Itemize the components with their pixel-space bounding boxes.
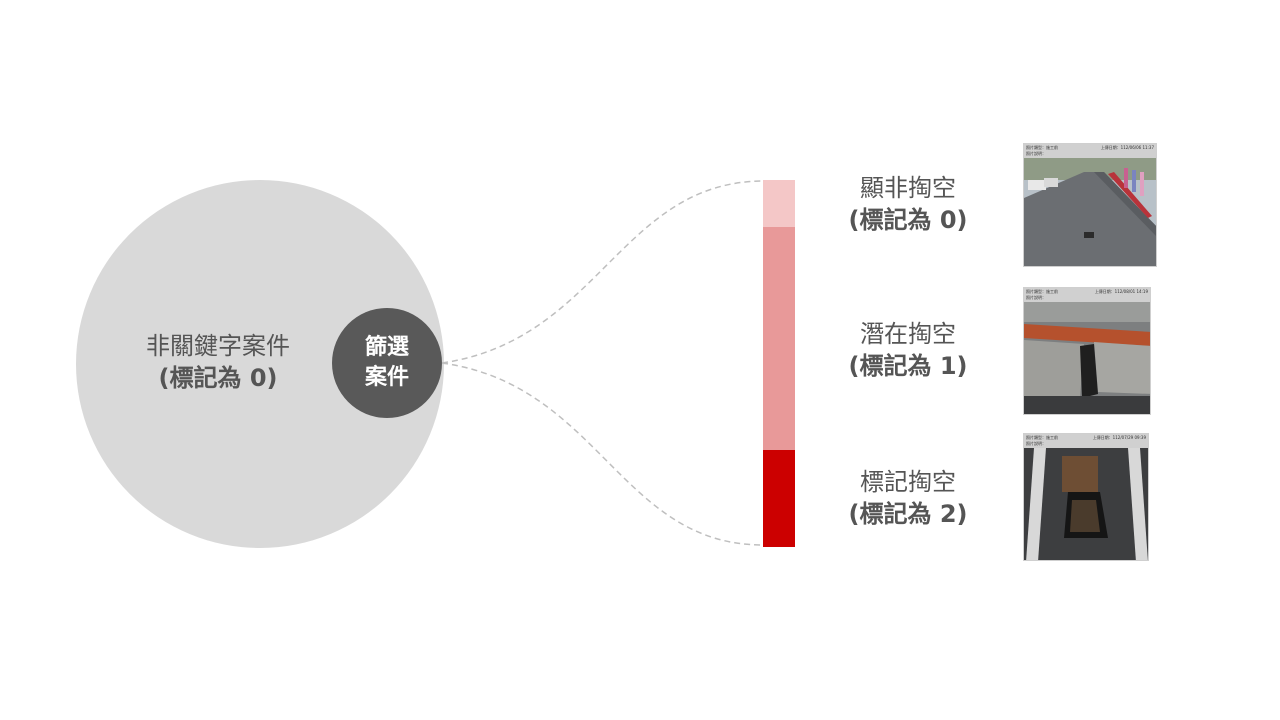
segment-marked-hollow xyxy=(763,450,795,547)
road-cavity-photo: 照片類型：施工前 上傳日期：112/07/29 09:39 照片說明： xyxy=(1023,433,1149,561)
photo-caption: 照片類型：施工前 上傳日期：112/07/29 09:39 照片說明： xyxy=(1024,434,1148,448)
category-label-potential-hollow: 潛在掏空 (標記為 1) xyxy=(836,318,980,382)
filtered-cases-label-line1: 篩選 xyxy=(364,335,409,360)
category-label-marked-hollow: 標記掏空 (標記為 2) xyxy=(836,466,980,530)
category-title: 標記掏空 xyxy=(860,468,956,496)
road-cavity-image xyxy=(1024,448,1148,560)
filtered-cases-label-line2: 案件 xyxy=(364,365,409,390)
non-keyword-cases-tag: (標記為 0) xyxy=(158,364,278,392)
category-label-not-hollow: 顯非掏空 (標記為 0) xyxy=(836,172,980,236)
street-road-photo: 照片類型：施工前 上傳日期：112/06/06 11:37 照片說明： xyxy=(1023,143,1157,267)
photo-caption: 照片類型：施工前 上傳日期：112/08/01 14:19 照片說明： xyxy=(1024,288,1150,302)
curb-gap-photo: 照片類型：施工前 上傳日期：112/08/01 14:19 照片說明： xyxy=(1023,287,1151,415)
category-title: 顯非掏空 xyxy=(860,174,956,202)
category-tag: (標記為 0) xyxy=(848,206,968,234)
connector-line-top xyxy=(441,180,764,364)
curb-gap-image xyxy=(1024,302,1150,414)
photo-caption: 照片類型：施工前 上傳日期：112/06/06 11:37 照片說明： xyxy=(1024,144,1156,158)
non-keyword-cases-title: 非關鍵字案件 xyxy=(146,332,290,360)
category-tag: (標記為 2) xyxy=(848,500,968,528)
filtered-cases-circle: 篩選 案件 xyxy=(332,308,442,418)
street-road-image xyxy=(1024,158,1156,266)
category-tag: (標記為 1) xyxy=(848,352,968,380)
segment-not-hollow xyxy=(763,180,795,227)
connector-line-bottom xyxy=(441,362,764,546)
non-keyword-cases-label: 非關鍵字案件 (標記為 0) xyxy=(118,330,318,394)
category-title: 潛在掏空 xyxy=(860,320,956,348)
segment-potential-hollow xyxy=(763,227,795,450)
